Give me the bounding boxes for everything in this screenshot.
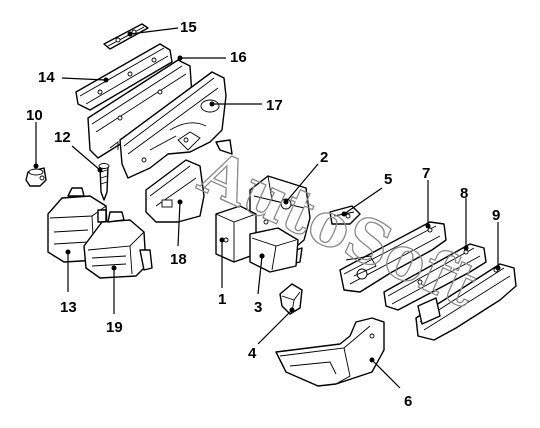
part-17-panel — [119, 71, 233, 179]
part-7-member — [339, 221, 447, 293]
callout-9: 9 — [492, 207, 500, 224]
callout-2: 2 — [320, 149, 328, 166]
callout-10: 10 — [26, 107, 43, 124]
callout-18: 18 — [170, 251, 187, 268]
callout-1: 1 — [218, 291, 226, 308]
callout-3: 3 — [254, 299, 262, 316]
callout-leaders — [33, 27, 501, 389]
part-1-plate — [215, 205, 257, 263]
part-6-floor-bracket — [275, 317, 385, 387]
part-8-member — [383, 243, 487, 311]
callout-12: 12 — [54, 129, 71, 146]
callout-5: 5 — [384, 171, 392, 188]
callout-7: 7 — [422, 165, 430, 182]
callout-8: 8 — [460, 185, 468, 202]
part-18-bracket — [145, 131, 205, 223]
part-9-member — [415, 263, 517, 341]
callout-15: 15 — [180, 19, 197, 36]
callout-13: 13 — [60, 299, 77, 316]
callout-16: 16 — [230, 49, 247, 66]
part-10-plug — [25, 167, 47, 187]
callout-19: 19 — [106, 319, 123, 336]
part-15-strip — [103, 23, 149, 50]
part-12-bolt — [98, 163, 110, 201]
callout-14: 14 — [38, 69, 55, 86]
callout-labels: 15 16 14 17 10 12 2 5 7 8 9 18 1 3 13 19… — [26, 19, 500, 410]
part-4-clip — [279, 283, 303, 315]
callout-4: 4 — [248, 345, 257, 362]
callout-6: 6 — [404, 393, 412, 410]
part-14-rail — [75, 43, 173, 111]
part-19-tank — [83, 211, 153, 279]
callout-17: 17 — [266, 97, 283, 114]
